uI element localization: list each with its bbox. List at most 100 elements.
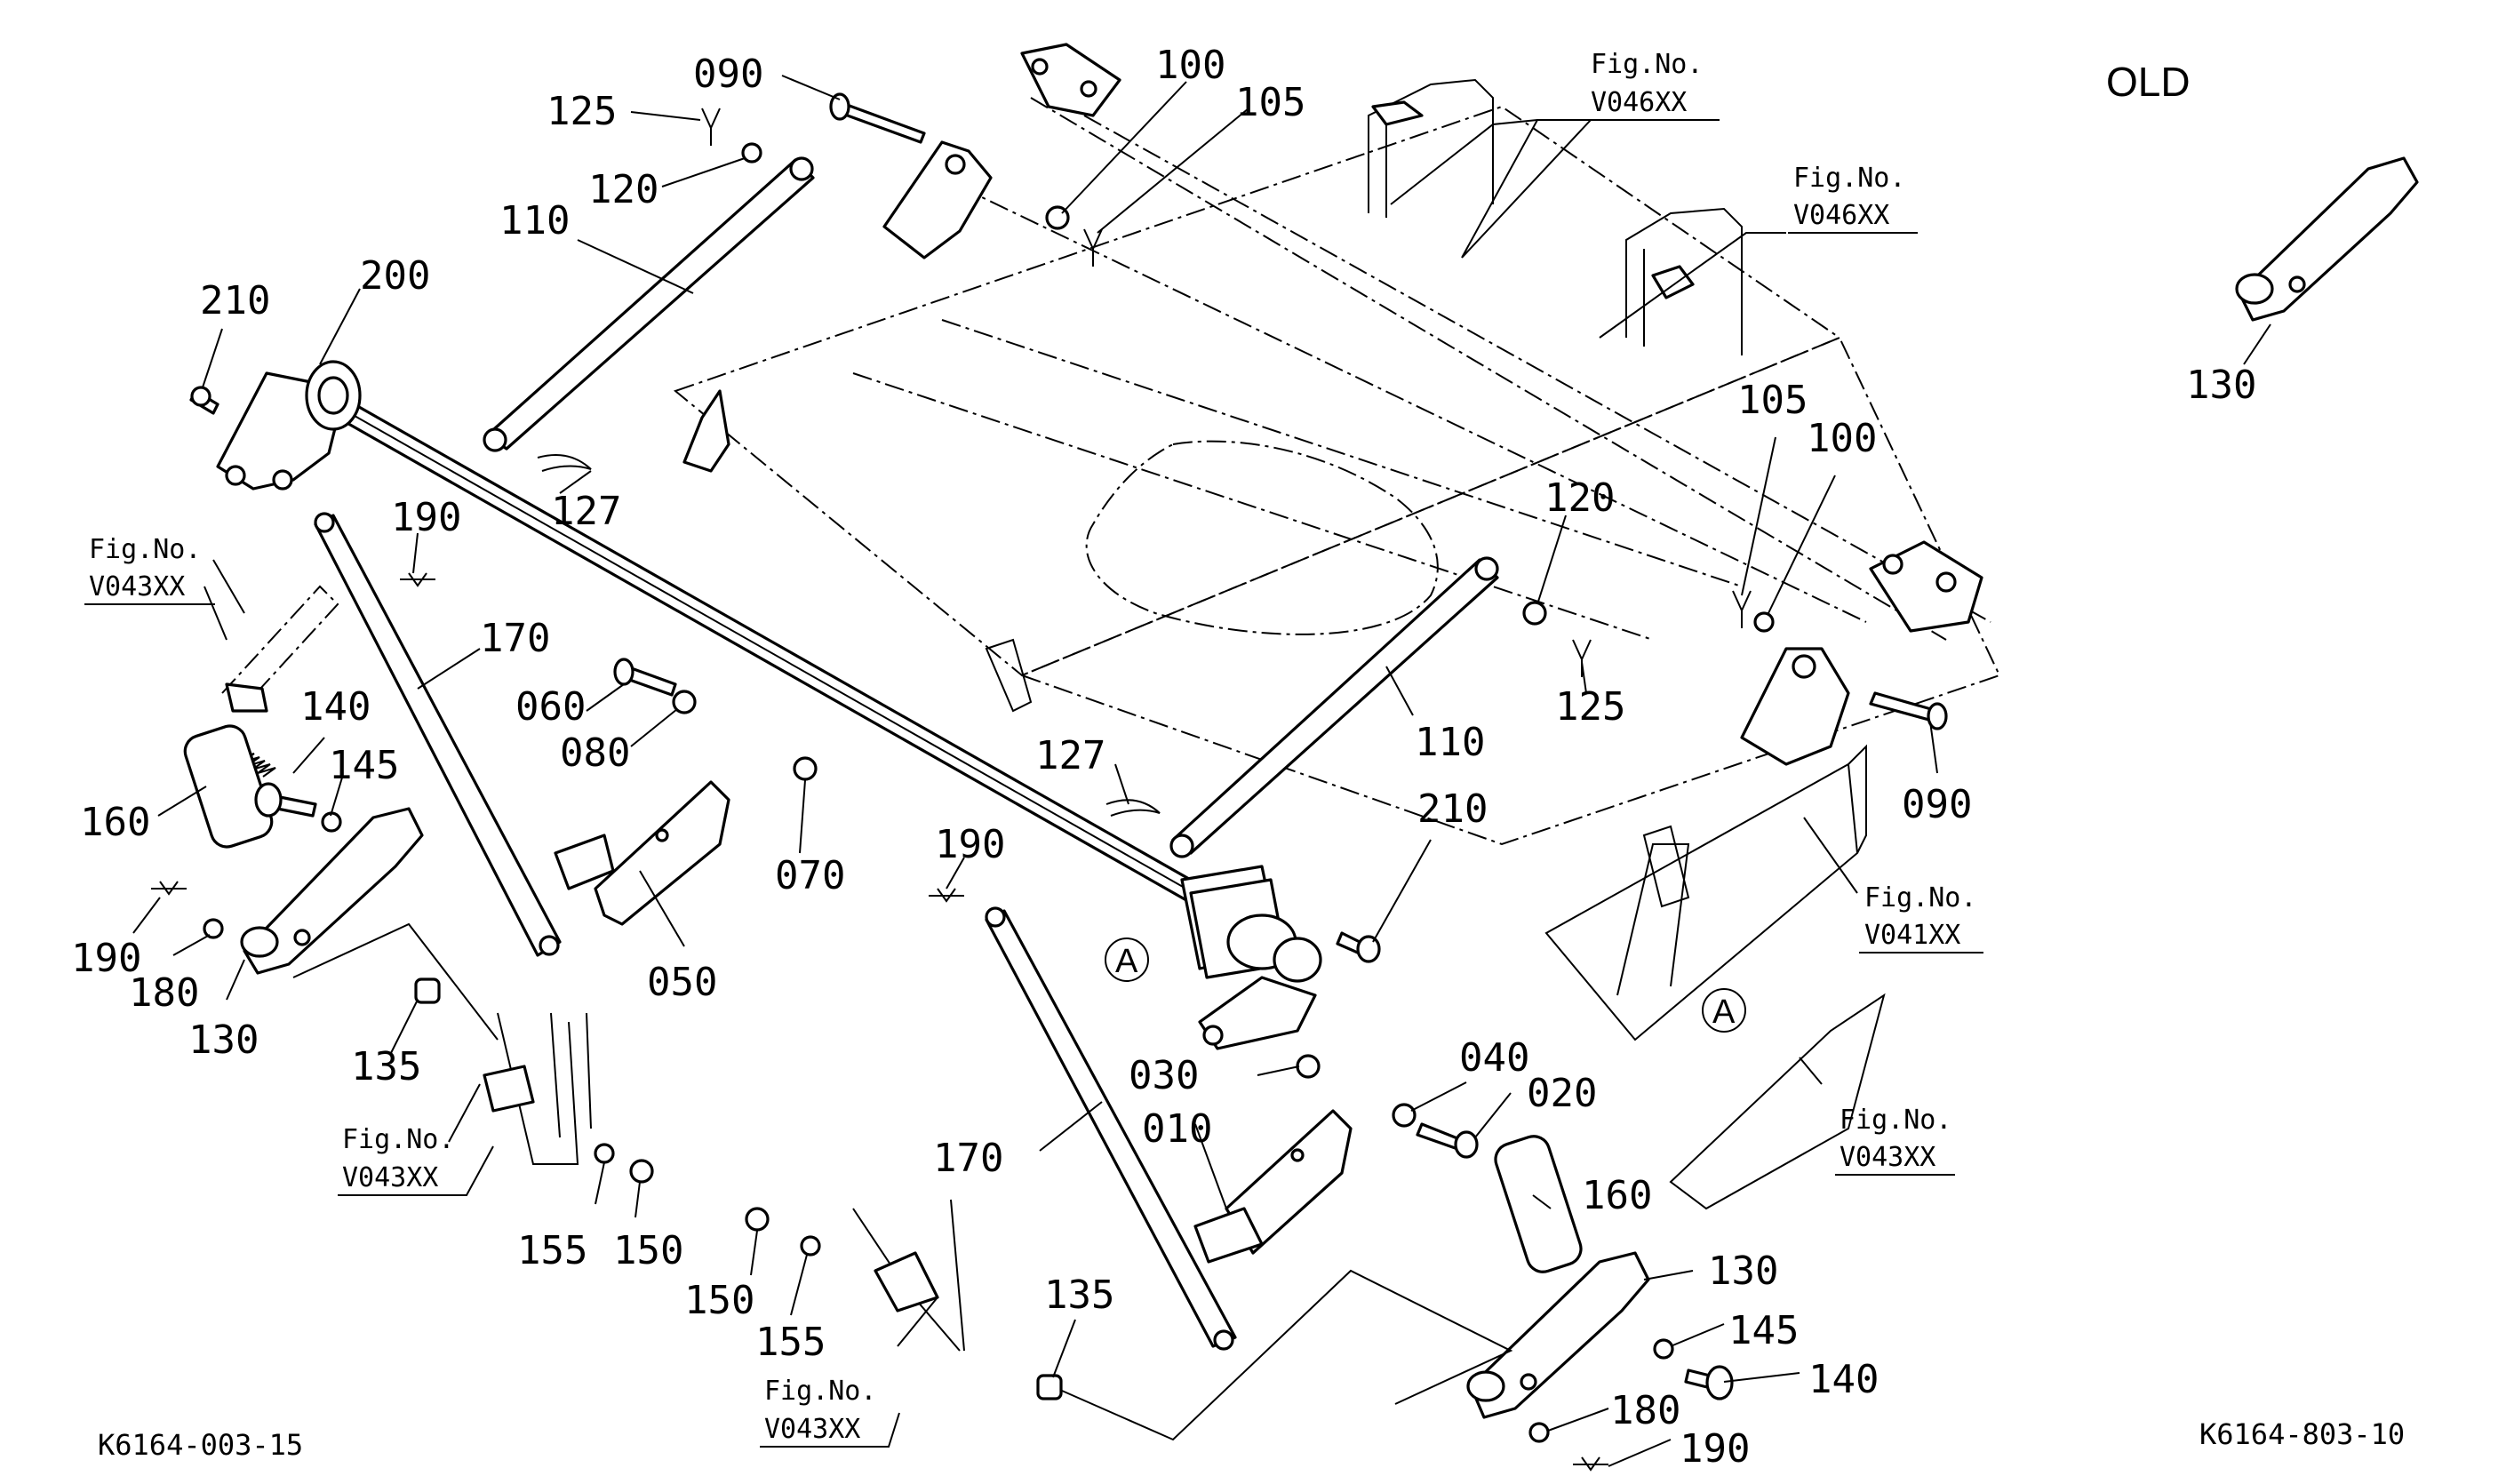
pin-190-right bbox=[1573, 1456, 1608, 1472]
lever-130-right bbox=[1466, 1251, 1650, 1419]
fig-ref-v046-a: Fig.No. V046XX bbox=[1586, 49, 1720, 121]
label-060: 060 bbox=[515, 684, 586, 730]
label-090-top: 090 bbox=[693, 52, 763, 97]
pin-127-center bbox=[1105, 799, 1161, 817]
bottom-lower-mount bbox=[852, 1199, 965, 1352]
label-100-top: 100 bbox=[1155, 43, 1225, 88]
fig-ref-v043-c: Fig.No. V043XX bbox=[760, 1376, 900, 1448]
left-frame-fragment bbox=[221, 585, 339, 713]
svg-text:Fig.No.: Fig.No. bbox=[342, 1124, 454, 1155]
pin-190-left bbox=[151, 881, 187, 896]
label-135-left: 135 bbox=[351, 1044, 421, 1089]
washer-040 bbox=[1392, 1103, 1417, 1128]
center-bearing-assembly bbox=[1180, 865, 1322, 1050]
label-020: 020 bbox=[1527, 1071, 1597, 1116]
left-strut-170 bbox=[314, 512, 562, 957]
label-080: 080 bbox=[560, 730, 630, 776]
fig-ref-v046-b: Fig.No. V046XX bbox=[1788, 163, 1918, 234]
bolt-140-left bbox=[254, 782, 317, 818]
label-160-right: 160 bbox=[1582, 1173, 1652, 1218]
pin-190-upper bbox=[400, 572, 435, 587]
label-130-old: 130 bbox=[2186, 363, 2256, 408]
inspection-opening bbox=[1085, 440, 1439, 635]
label-090-right: 090 bbox=[1902, 782, 1972, 827]
label-160-left: 160 bbox=[80, 800, 150, 845]
label-050: 050 bbox=[647, 960, 717, 1005]
svg-text:V043XX: V043XX bbox=[342, 1162, 438, 1193]
part-number-labels: 090 100 105 125 120 110 200 210 127 190 … bbox=[71, 43, 2256, 1472]
washer-030 bbox=[1296, 1054, 1321, 1079]
nut-150-bottom bbox=[745, 1207, 770, 1232]
detail-marker-a-right: A bbox=[1702, 988, 1746, 1033]
label-180-right: 180 bbox=[1610, 1388, 1680, 1433]
bushing-135-left bbox=[414, 977, 441, 1004]
label-105-right: 105 bbox=[1737, 378, 1808, 423]
svg-text:V041XX: V041XX bbox=[1864, 920, 1960, 951]
label-145-right: 145 bbox=[1728, 1308, 1799, 1353]
bolt-210-right bbox=[1336, 931, 1381, 963]
svg-text:V043XX: V043XX bbox=[764, 1414, 860, 1445]
label-110-right: 110 bbox=[1415, 720, 1485, 765]
fig-ref-v043-d: Fig.No. V043XX bbox=[1835, 1105, 1955, 1176]
leader-lines bbox=[132, 75, 2271, 1467]
label-070: 070 bbox=[775, 853, 845, 898]
svg-text:Fig.No.: Fig.No. bbox=[1793, 163, 1905, 194]
top-right-hinge bbox=[1020, 43, 1121, 117]
fig-ref-v043-a: Fig.No. V043XX bbox=[84, 534, 215, 605]
label-040: 040 bbox=[1459, 1035, 1529, 1081]
label-130-right: 130 bbox=[1708, 1249, 1778, 1294]
drawing-code-right: K6164-803-10 bbox=[2199, 1417, 2405, 1451]
bottom-strut-170 bbox=[985, 906, 1237, 1351]
frame-bracket-mid bbox=[985, 638, 1033, 713]
washer-100-right bbox=[1753, 611, 1775, 633]
label-127-left: 127 bbox=[551, 489, 621, 534]
cotter-105-right bbox=[1732, 590, 1752, 628]
drawing-code-left: K6164-003-15 bbox=[98, 1428, 303, 1462]
svg-text:V043XX: V043XX bbox=[89, 571, 185, 602]
lower-right-arm-110 bbox=[1169, 556, 1499, 858]
lower-right-plate bbox=[1669, 993, 1886, 1210]
fig-ref-v043-b: Fig.No. V043XX bbox=[338, 1124, 494, 1196]
label-125-right: 125 bbox=[1555, 684, 1625, 730]
cotter-125-top bbox=[701, 108, 721, 146]
svg-text:V046XX: V046XX bbox=[1793, 200, 1889, 231]
label-110-left: 110 bbox=[499, 198, 570, 243]
bushing-135-bottom bbox=[1036, 1374, 1063, 1400]
cotter-105-top bbox=[1083, 228, 1103, 267]
figure-reference-labels: Fig.No. V046XX Fig.No. V046XX Fig.No. V0… bbox=[84, 49, 1983, 1448]
bolt-090-top bbox=[829, 92, 926, 144]
label-145-left: 145 bbox=[329, 743, 399, 788]
label-190-upper: 190 bbox=[391, 495, 461, 540]
old-label: OLD bbox=[2106, 59, 2191, 105]
washer-180-right bbox=[1528, 1422, 1550, 1443]
label-010: 010 bbox=[1142, 1106, 1212, 1152]
label-210-right: 210 bbox=[1417, 786, 1488, 832]
svg-text:V043XX: V043XX bbox=[1840, 1142, 1935, 1173]
bracket-050 bbox=[554, 780, 730, 926]
lever-130-left bbox=[240, 807, 424, 975]
spring-160-right bbox=[1494, 1135, 1583, 1273]
washer-155-left bbox=[594, 1143, 615, 1164]
detail-marker-a-left: A bbox=[1105, 937, 1149, 982]
label-170-left: 170 bbox=[480, 616, 550, 661]
washer-155-bottom bbox=[800, 1235, 821, 1257]
spring-160-left bbox=[183, 724, 276, 849]
pin-190-center bbox=[929, 888, 964, 903]
label-150-left: 150 bbox=[613, 1228, 683, 1273]
svg-text:A: A bbox=[1712, 993, 1736, 1031]
label-105-top: 105 bbox=[1235, 80, 1305, 125]
label-155-left: 155 bbox=[517, 1228, 587, 1273]
bolt-140-right bbox=[1684, 1365, 1734, 1400]
frame-bracket-right bbox=[1642, 825, 1690, 908]
fig-ref-v041: Fig.No. V041XX bbox=[1859, 882, 1983, 953]
bolt-090-right bbox=[1869, 691, 1948, 730]
label-127-center: 127 bbox=[1035, 733, 1105, 778]
bracket-010 bbox=[1193, 1109, 1353, 1264]
svg-text:Fig.No.: Fig.No. bbox=[1840, 1105, 1951, 1136]
left-bearing-bracket bbox=[189, 360, 362, 491]
right-side-plate bbox=[1544, 744, 1867, 1041]
svg-text:A: A bbox=[1115, 943, 1138, 980]
label-135-bottom: 135 bbox=[1044, 1273, 1114, 1318]
label-140-left: 140 bbox=[300, 684, 371, 730]
